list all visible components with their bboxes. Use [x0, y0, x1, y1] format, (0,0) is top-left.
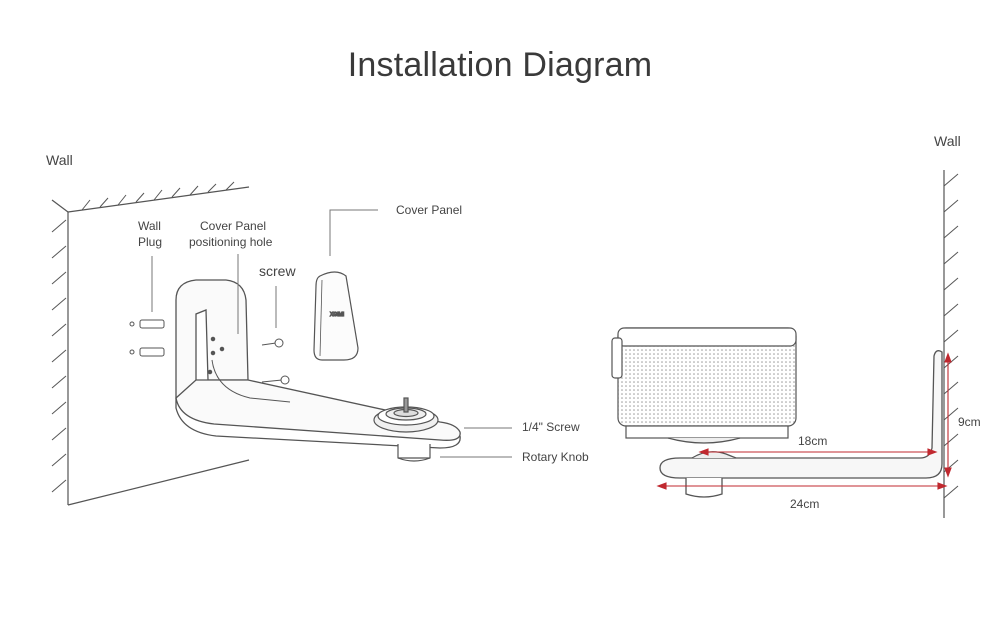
cover-hole-label-1: Cover Panel	[200, 219, 266, 233]
cover-panel-leader	[329, 209, 378, 256]
left-wall-label: Wall	[46, 152, 73, 168]
dim-9-label: 9cm	[958, 415, 981, 429]
wall-plug-label-2: Plug	[138, 235, 162, 249]
cover-panel-label: Cover Panel	[396, 203, 462, 217]
dim-24-label: 24cm	[790, 497, 819, 511]
dim-18-label: 18cm	[798, 434, 827, 448]
rotary-knob-label: Rotary Knob	[522, 450, 589, 464]
dimension-lines	[656, 352, 952, 490]
right-wall-label: Wall	[934, 133, 961, 149]
wall-plug-label-1: Wall	[138, 219, 161, 233]
cover-hole-label-2: positioning hole	[189, 235, 273, 249]
page-title: Installation Diagram	[347, 46, 653, 84]
side-bracket	[659, 350, 943, 498]
rotary-plate	[373, 397, 439, 433]
right-wall	[943, 170, 959, 518]
rotary-knob	[397, 444, 431, 462]
screw-label: screw	[259, 263, 296, 279]
svg-text:XGIMI: XGIMI	[330, 312, 344, 318]
cover-panel-part: XGIMI	[313, 271, 359, 361]
projector	[611, 327, 797, 444]
wall-plugs	[129, 256, 165, 357]
left-wall	[51, 181, 250, 506]
quarter-screw-label: 1/4" Screw	[522, 420, 580, 434]
screws	[237, 254, 290, 385]
